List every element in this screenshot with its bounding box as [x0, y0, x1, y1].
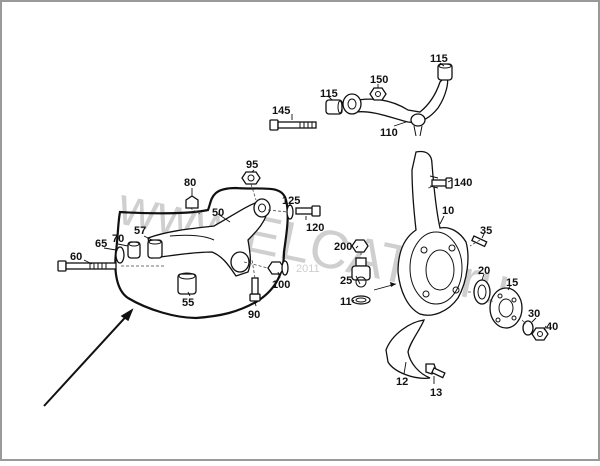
- callout-40[interactable]: 40: [546, 321, 558, 333]
- bushing-70[interactable]: [127, 241, 141, 259]
- callout-145[interactable]: 145: [272, 105, 290, 117]
- callout-35[interactable]: 35: [480, 225, 492, 237]
- nut-100[interactable]: [267, 260, 289, 276]
- lower-control-arm-50[interactable]: [147, 198, 271, 277]
- callout-50[interactable]: 50: [212, 207, 224, 219]
- callout-100[interactable]: 100: [272, 279, 290, 291]
- nut-40[interactable]: [531, 327, 549, 341]
- pointer-arrow: [43, 308, 134, 407]
- wheel-hub-15[interactable]: [489, 287, 523, 329]
- callout-15[interactable]: 15: [506, 277, 518, 289]
- nut-150[interactable]: [369, 87, 387, 101]
- upper-control-arm[interactable]: [342, 75, 449, 137]
- bolt-13[interactable]: [425, 363, 446, 379]
- bolt-90[interactable]: [249, 277, 261, 302]
- assembly-lines-lower: [120, 183, 289, 279]
- leader-lines: [83, 62, 547, 384]
- washer-65[interactable]: [115, 246, 125, 264]
- bushing-57[interactable]: [147, 239, 163, 259]
- callout-30[interactable]: 30: [528, 308, 540, 320]
- callout-60[interactable]: 60: [70, 251, 82, 263]
- bushing-115-left[interactable]: [325, 99, 343, 115]
- callout-150[interactable]: 150: [370, 74, 388, 86]
- callout-12[interactable]: 12: [396, 376, 408, 388]
- callout-115-top[interactable]: 115: [430, 53, 448, 65]
- bushing-55[interactable]: [177, 272, 197, 295]
- bracket-80[interactable]: [185, 195, 199, 209]
- assembly-lines-knuckle: [360, 185, 527, 325]
- bolt-120[interactable]: [295, 205, 321, 217]
- callout-200[interactable]: 200: [334, 241, 352, 253]
- callout-90[interactable]: 90: [248, 309, 260, 321]
- highlight-outline: [114, 186, 289, 320]
- callout-13[interactable]: 13: [430, 387, 442, 399]
- callout-20[interactable]: 20: [478, 265, 490, 277]
- bolt-145[interactable]: [269, 119, 317, 131]
- callout-11[interactable]: 11: [340, 296, 352, 308]
- pin-35[interactable]: [471, 235, 488, 248]
- callout-55[interactable]: 55: [182, 297, 194, 309]
- watermark-year: 2011: [296, 263, 320, 275]
- insert-arrow-head: [390, 282, 396, 287]
- callout-70[interactable]: 70: [112, 233, 124, 245]
- bearing-20[interactable]: [473, 279, 491, 305]
- callout-10[interactable]: 10: [442, 205, 454, 217]
- callout-125[interactable]: 125: [282, 195, 300, 207]
- circlip-11[interactable]: [351, 295, 371, 305]
- callout-140[interactable]: 140: [454, 177, 472, 189]
- callout-110[interactable]: 110: [380, 127, 398, 139]
- callout-95[interactable]: 95: [246, 159, 258, 171]
- steering-knuckle-10[interactable]: [397, 150, 469, 316]
- circlip-30[interactable]: [522, 320, 534, 336]
- nut-200[interactable]: [351, 239, 369, 253]
- callout-65[interactable]: 65: [95, 238, 107, 250]
- dust-shield-12[interactable]: [385, 319, 431, 379]
- callout-115-left[interactable]: 115: [320, 88, 338, 100]
- callout-57[interactable]: 57: [134, 225, 146, 237]
- callout-25[interactable]: 25: [340, 275, 352, 287]
- bushing-115-top[interactable]: [437, 63, 453, 81]
- nut-95[interactable]: [241, 171, 261, 185]
- callout-120[interactable]: 120: [306, 222, 324, 234]
- callout-80[interactable]: 80: [184, 177, 196, 189]
- bolt-60[interactable]: [57, 260, 117, 272]
